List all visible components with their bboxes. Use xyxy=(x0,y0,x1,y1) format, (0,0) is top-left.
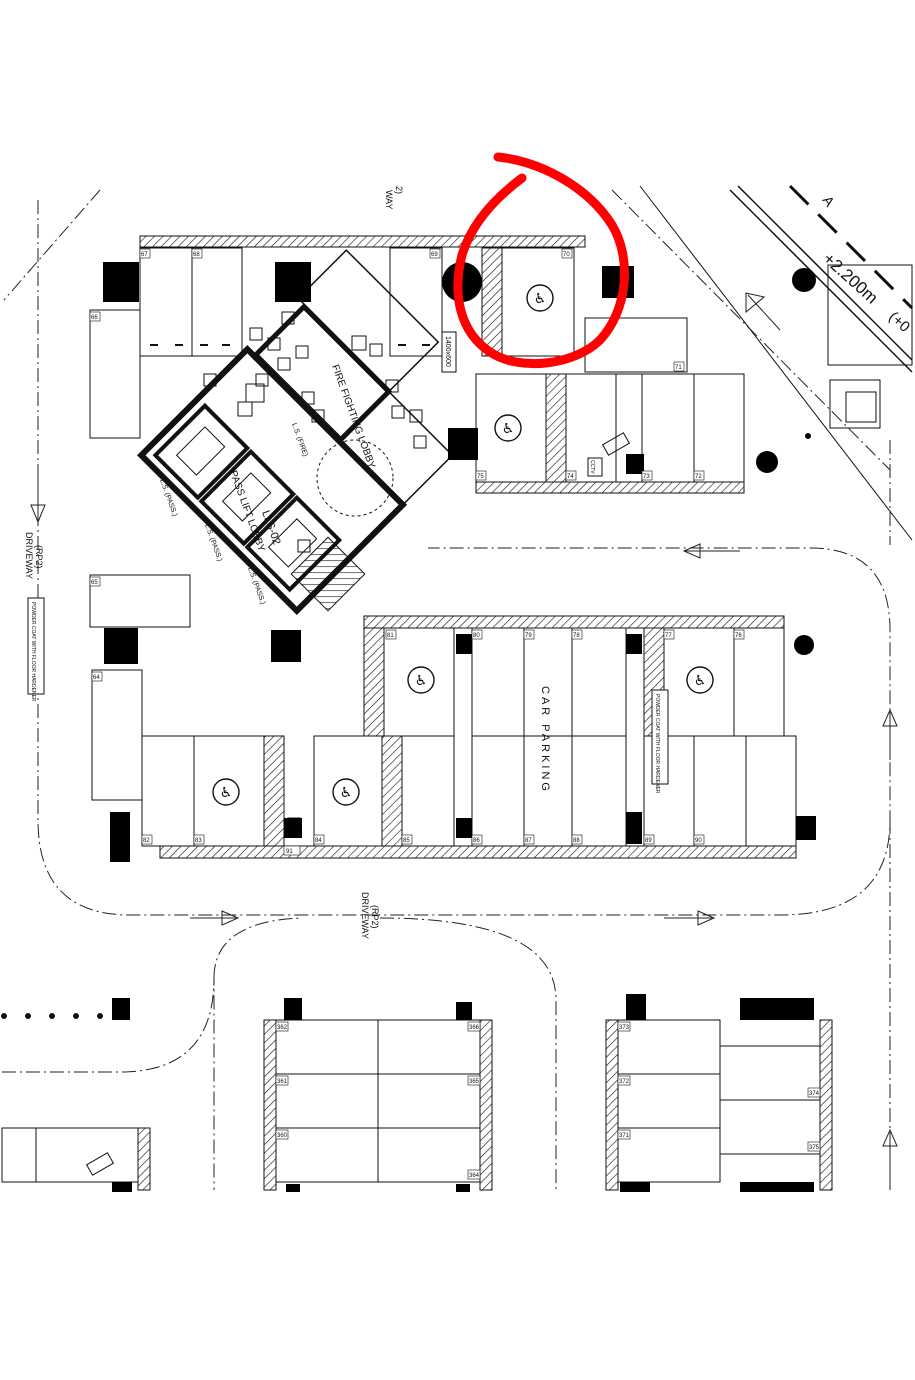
lower-left-block xyxy=(263,1019,493,1191)
bay-number: 87 xyxy=(525,838,532,844)
bay-number: 66 xyxy=(91,315,98,321)
lift-fire-label: L.S. (FIRE) xyxy=(290,422,309,457)
bay-number: 64 xyxy=(93,675,100,681)
bay-number: 78 xyxy=(573,633,580,639)
grid-marker-label: A xyxy=(820,193,839,210)
bay-number: 371 xyxy=(619,1133,630,1139)
lower-far-left-block xyxy=(1,1127,151,1191)
bay-number: 89 xyxy=(645,838,652,844)
bay-number: 73 xyxy=(643,474,650,480)
car-parking-label: CAR PARKING xyxy=(539,686,551,794)
bay-number: 374 xyxy=(809,1091,820,1097)
accessible-icon xyxy=(332,778,360,806)
left-column-bays xyxy=(89,309,191,801)
bay-number: 76 xyxy=(735,633,742,639)
bay-number: 65 xyxy=(91,580,98,586)
driveway-left-code: (RP2) xyxy=(34,545,44,569)
note-mid-label: POWDER COAT WITH FLOOR HARDENER xyxy=(654,694,660,794)
right-upper-parking xyxy=(475,373,745,494)
accessible-icon xyxy=(526,284,554,312)
bay-number: 81 xyxy=(387,633,394,639)
bay-number: 91 xyxy=(286,849,293,855)
note-box-left xyxy=(27,597,45,695)
bay-number: 72 xyxy=(695,474,702,480)
bay-number: 80 xyxy=(473,633,480,639)
bay-number: 83 xyxy=(195,838,202,844)
tree-marker xyxy=(829,379,881,429)
bay-number: 366 xyxy=(469,1025,480,1031)
lift-core xyxy=(137,249,454,616)
accessible-icon xyxy=(407,666,435,694)
driveway-mid-label: DRIVEWAY xyxy=(360,892,370,939)
bay-number: 67 xyxy=(141,252,148,258)
accessible-icon xyxy=(686,666,714,694)
bay-number: 364 xyxy=(469,1173,480,1179)
svg-text:♿: ♿ xyxy=(502,421,515,437)
stair-well xyxy=(316,439,394,517)
red-annotation-circle xyxy=(453,152,629,369)
bay-number: 82 xyxy=(143,838,150,844)
bay-number: 85 xyxy=(403,838,410,844)
structural-columns xyxy=(103,262,816,1192)
accessible-glyphs: ♿ ♿ ♿ ♿ ♿ ♿ xyxy=(220,291,707,801)
bay-number: 361 xyxy=(277,1079,288,1085)
accessible-icon xyxy=(212,778,240,806)
dimension-label: 1400x600 xyxy=(444,336,451,367)
bay-number: 86 xyxy=(473,838,480,844)
accessible-icon xyxy=(494,414,522,442)
stair-hatch xyxy=(290,536,366,612)
bay-number: 74 xyxy=(567,474,574,480)
svg-text:♿: ♿ xyxy=(415,673,428,689)
bollard-dots xyxy=(1,1013,103,1019)
bay-number: 90 xyxy=(695,838,702,844)
bay-number: 372 xyxy=(619,1079,630,1085)
driveway-mid-code: (RP2) xyxy=(370,905,380,929)
core-equipment xyxy=(203,311,427,831)
middle-parking-block xyxy=(141,615,797,859)
cctv-icon xyxy=(85,432,631,1176)
bay-number: 71 xyxy=(675,365,682,371)
bay-number: 77 xyxy=(665,633,672,639)
bay-number: 69 xyxy=(431,252,438,258)
bay-number: 373 xyxy=(619,1025,630,1031)
dimension-tag xyxy=(441,331,457,373)
driveway-top-label: WAY xyxy=(384,190,394,210)
bay-number: 360 xyxy=(277,1133,288,1139)
bay-number: 70 xyxy=(563,252,570,258)
driveway-top-code: 2) xyxy=(394,186,404,194)
bay-number-tags: 67 68 69 70 71 72 73 74 75 81 80 79 78 7… xyxy=(89,248,821,1180)
lower-right-block xyxy=(605,1019,833,1191)
svg-text:♿: ♿ xyxy=(534,291,547,307)
level-suffix-label: (+0 xyxy=(885,308,913,335)
note-left-label: POWDER COAT WITH FLOOR HARDENER xyxy=(30,602,36,702)
svg-text:♿: ♿ xyxy=(220,785,233,801)
bay-number: 375 xyxy=(809,1145,820,1151)
accessible-symbols xyxy=(212,284,714,806)
note-box-mid xyxy=(651,689,669,785)
driveway-left-label: DRIVEWAY xyxy=(24,532,34,579)
bay-number: 362 xyxy=(277,1025,288,1031)
bay-number: 88 xyxy=(573,838,580,844)
cctv-label: CCTV xyxy=(589,460,595,474)
bay-number: 79 xyxy=(525,633,532,639)
svg-text:♿: ♿ xyxy=(340,785,353,801)
bay-number: 75 xyxy=(477,474,484,480)
svg-text:♿: ♿ xyxy=(694,673,707,689)
bay-number: 68 xyxy=(193,252,200,258)
road-edge xyxy=(639,184,914,541)
driveway-arrows xyxy=(30,292,898,1180)
bay-number: 365 xyxy=(469,1079,480,1085)
bay-number: 84 xyxy=(315,838,322,844)
top-parking-row xyxy=(139,235,688,373)
